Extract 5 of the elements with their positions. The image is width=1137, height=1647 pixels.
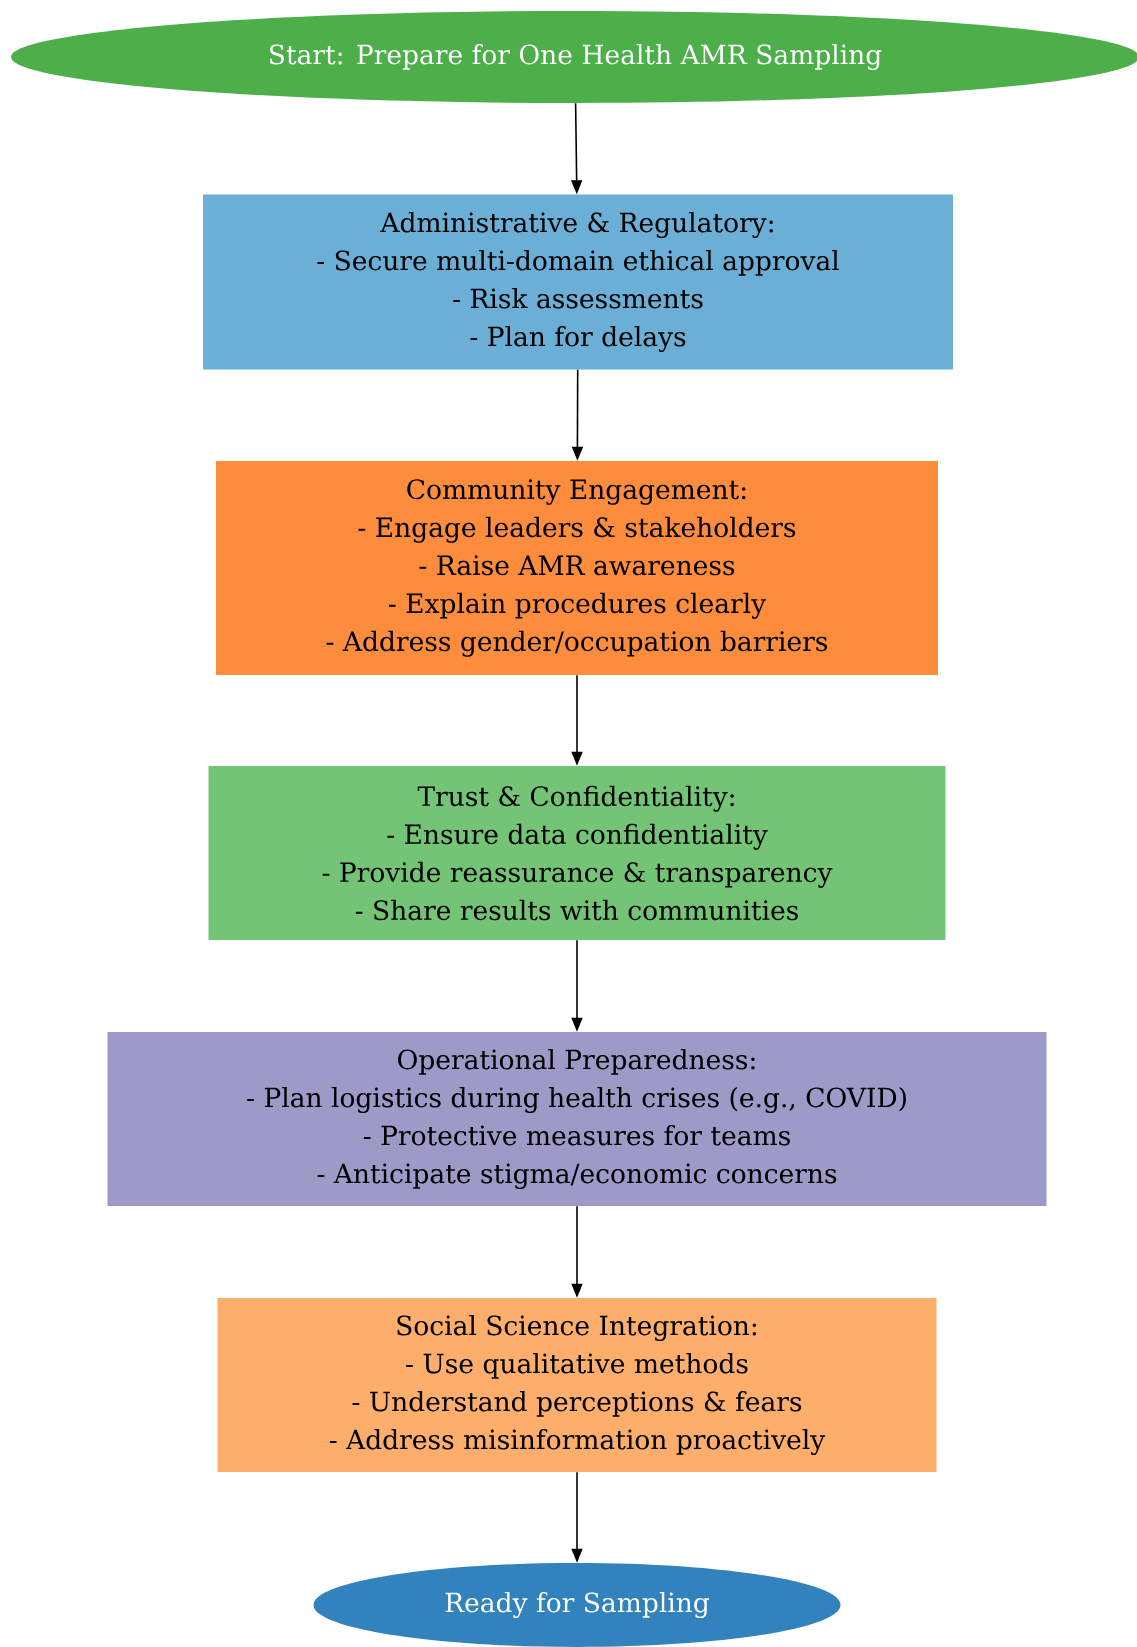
process-box: Administrative & Regulatory: - Secure multi-domain ethical approval - Risk assessments - Plan for delays bbox=[203, 194, 953, 370]
process-box: Operational Preparedness: - Plan logistics during health crises (e.g., COVID) - Protective measures for teams - Anticipate stigma/economic concerns bbox=[107, 1032, 1047, 1206]
process-box: Community Engagement: - Engage leaders & stakeholders - Raise AMR awareness - Explain procedures clearly - Address gender/occupation barriers bbox=[216, 461, 938, 675]
process-box: Trust & Confidentiality: - Ensure data confidentiality - Provide reassurance & transparency - Share results with communities bbox=[208, 766, 946, 940]
process-box: Social Science Integration: - Use qualitative methods - Understand perceptions & fears - Address misinformation proactively bbox=[217, 1298, 937, 1472]
